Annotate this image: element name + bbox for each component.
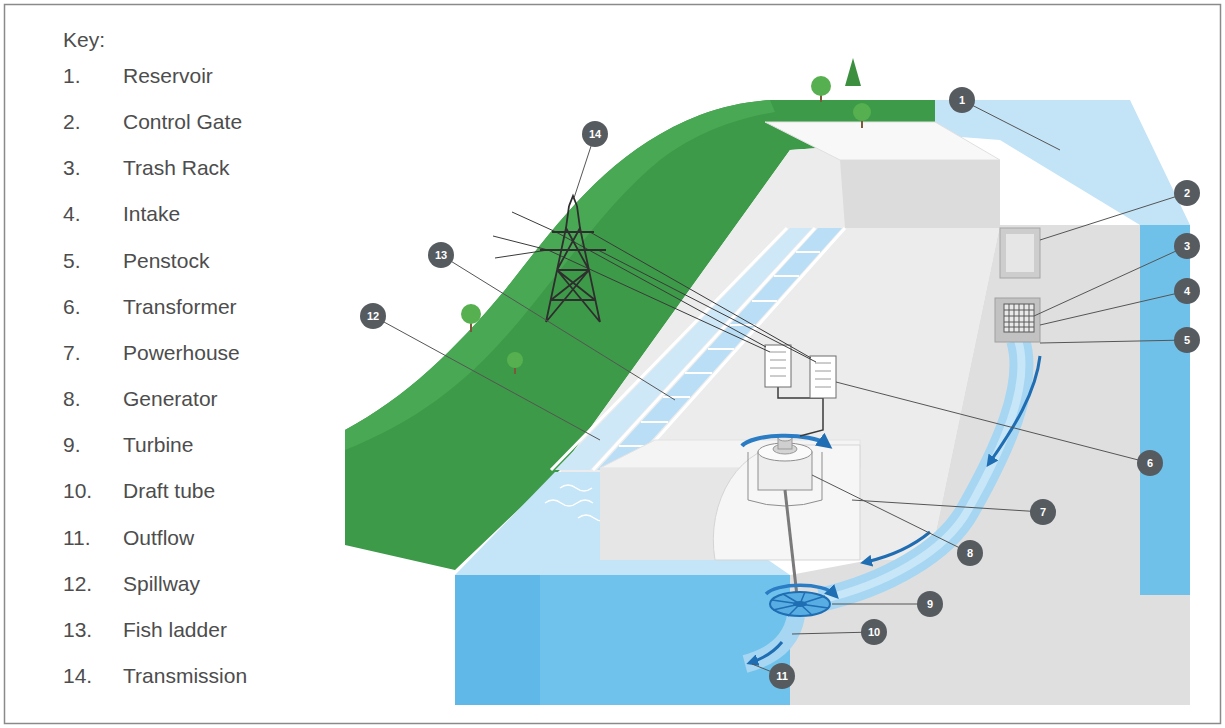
key-number: 11. bbox=[63, 525, 91, 551]
tree bbox=[853, 103, 871, 121]
callout-number-text: 1 bbox=[959, 94, 965, 106]
transformer-fins bbox=[770, 352, 786, 376]
key-number: 3. bbox=[63, 155, 81, 181]
key-item: Draft tube bbox=[123, 478, 215, 504]
key-item: Penstock bbox=[123, 248, 209, 274]
callout-number: 9 bbox=[917, 591, 943, 617]
callout-number-text: 5 bbox=[1184, 334, 1190, 346]
flow-arrow bbox=[752, 642, 782, 662]
channel-walls bbox=[551, 228, 845, 470]
callout-number-text: 7 bbox=[1040, 506, 1046, 518]
leader-line bbox=[373, 100, 1187, 676]
key-number: 13. bbox=[63, 617, 92, 643]
trash-rack-grid bbox=[1004, 304, 1034, 332]
callout-number-text: 10 bbox=[868, 626, 880, 638]
pine-tree bbox=[845, 58, 861, 86]
key-number: 14. bbox=[63, 663, 92, 689]
key-item: Control Gate bbox=[123, 109, 242, 135]
key-heading: Key: bbox=[63, 27, 105, 53]
callout-number-text: 14 bbox=[589, 128, 601, 140]
key-item: Spillway bbox=[123, 571, 200, 597]
dam-face bbox=[560, 140, 1000, 560]
rotation-arrow bbox=[766, 585, 834, 594]
key-number: 8. bbox=[63, 386, 81, 412]
turbine-blades bbox=[772, 592, 828, 616]
callout-number: 7 bbox=[1030, 499, 1056, 525]
intake bbox=[995, 298, 1040, 342]
draft-tube bbox=[745, 616, 796, 664]
key-item: Generator bbox=[123, 386, 218, 412]
turbine-runner bbox=[770, 592, 830, 616]
tailwater-front bbox=[455, 575, 790, 705]
key-item: Outflow bbox=[123, 525, 194, 551]
trash-rack bbox=[1004, 304, 1034, 332]
frame bbox=[5, 5, 1221, 724]
key-item: Transmission bbox=[123, 663, 247, 689]
key-number: 4. bbox=[63, 201, 81, 227]
tailwater-side bbox=[455, 575, 540, 705]
callout-number: 11 bbox=[769, 663, 795, 689]
penstock-highlight bbox=[820, 340, 1022, 600]
key-number: 2. bbox=[63, 109, 81, 135]
key-number: 10. bbox=[63, 478, 92, 504]
key-item: Reservoir bbox=[123, 63, 213, 89]
callout-number-text: 8 bbox=[967, 547, 973, 559]
dam-crest-front bbox=[840, 160, 1000, 228]
power-lines bbox=[493, 212, 816, 362]
key-number: 6. bbox=[63, 294, 81, 320]
flow-arrow bbox=[866, 532, 930, 562]
flow-arrow bbox=[990, 356, 1040, 462]
callout-number: 14 bbox=[582, 121, 608, 147]
dam-crest bbox=[765, 122, 1000, 160]
callout-number: 12 bbox=[360, 303, 386, 329]
callout-number-text: 6 bbox=[1147, 457, 1153, 469]
callout-number: 6 bbox=[1137, 450, 1163, 476]
callout-number: 1 bbox=[949, 87, 975, 113]
callout-number-text: 11 bbox=[776, 670, 788, 682]
key-number: 5. bbox=[63, 248, 81, 274]
key-item: Powerhouse bbox=[123, 340, 240, 366]
rotation-arrow bbox=[742, 436, 826, 446]
fish-ladder bbox=[597, 228, 842, 470]
tree bbox=[507, 352, 523, 368]
turbine-hub bbox=[793, 601, 807, 607]
callout-number: 8 bbox=[957, 540, 983, 566]
callout-number: 5 bbox=[1174, 327, 1200, 353]
callout-number-text: 3 bbox=[1184, 240, 1190, 252]
callout-number-text: 9 bbox=[927, 598, 933, 610]
callout-number-text: 2 bbox=[1184, 187, 1190, 199]
key-number: 9. bbox=[63, 432, 81, 458]
callout-number-text: 13 bbox=[435, 249, 447, 261]
transformer-fins bbox=[815, 363, 831, 387]
callout-number-text: 12 bbox=[367, 310, 379, 322]
key-item: Trash Rack bbox=[123, 155, 230, 181]
control-gate-panel bbox=[1006, 234, 1034, 272]
tree bbox=[461, 304, 481, 324]
callout-number: 2 bbox=[1174, 180, 1200, 206]
control-gate bbox=[1000, 228, 1040, 278]
tree bbox=[811, 76, 831, 96]
callout-number-text: 4 bbox=[1184, 285, 1190, 297]
key-item: Intake bbox=[123, 201, 180, 227]
key-item: Transformer bbox=[123, 294, 237, 320]
transformer bbox=[810, 356, 836, 398]
turbine-shaft bbox=[785, 490, 797, 596]
callout-number: 13 bbox=[428, 242, 454, 268]
transmission-tower bbox=[540, 196, 606, 322]
callout-number: 3 bbox=[1174, 233, 1200, 259]
key-number: 1. bbox=[63, 63, 81, 89]
callout-number: 4 bbox=[1174, 278, 1200, 304]
key-item: Fish ladder bbox=[123, 617, 227, 643]
key-number: 7. bbox=[63, 340, 81, 366]
key-item: Turbine bbox=[123, 432, 193, 458]
callout-number: 10 bbox=[861, 619, 887, 645]
penstock-pipe bbox=[820, 340, 1022, 600]
key-number: 12. bbox=[63, 571, 92, 597]
